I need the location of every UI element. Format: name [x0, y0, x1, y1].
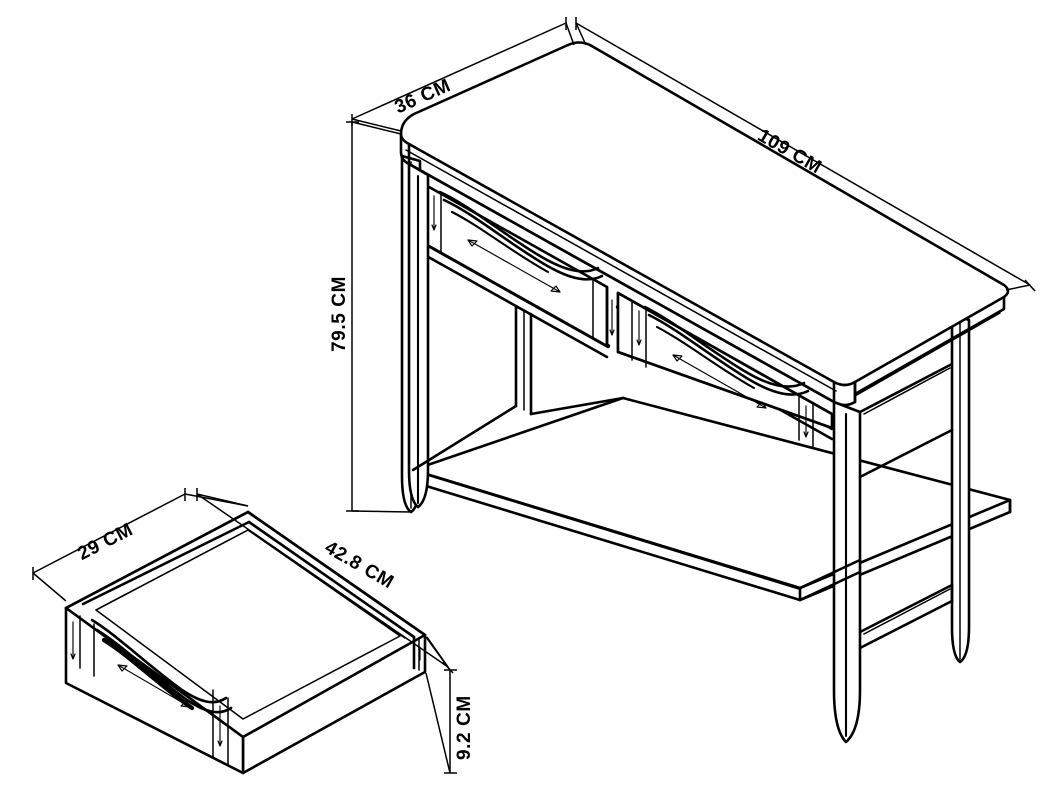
dimension-36cm [351, 17, 575, 132]
drawer-box [64, 510, 427, 775]
dimension-79-5cm [346, 121, 412, 513]
drawer-front-right [616, 291, 834, 448]
leg-rear-right [950, 312, 971, 664]
leg-front-left [401, 159, 430, 509]
leg-front-right [832, 400, 862, 744]
drawer-front-left [411, 176, 609, 348]
lower-shelf [411, 396, 1012, 602]
dimension-label-9-2cm: 9.2 CM [454, 695, 475, 760]
drawer-divider [605, 285, 620, 354]
leg-inner-rear [411, 304, 625, 472]
dimension-lines [32, 17, 1036, 774]
side-panel-right [858, 362, 954, 479]
dimension-label-79-5cm: 79.5 CM [329, 275, 350, 352]
shelf-right-return [858, 498, 1012, 650]
console-table [399, 41, 1012, 744]
dimension-109cm [575, 17, 1036, 292]
dimension-9-2cm [425, 636, 457, 774]
